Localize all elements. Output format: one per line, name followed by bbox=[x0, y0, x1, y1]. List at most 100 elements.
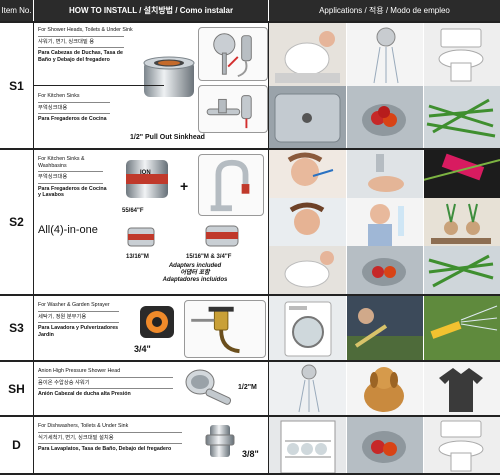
dog-photo bbox=[346, 362, 423, 415]
row-sh: SH Anion High Pressure Shower Head 음이온 수… bbox=[0, 360, 500, 415]
toilet-icon bbox=[423, 23, 500, 86]
tomatoes-photo bbox=[346, 417, 423, 473]
photo-divider bbox=[346, 417, 347, 473]
desc-ko: 샤워기, 변기, 싱크대밑 용 bbox=[38, 38, 95, 45]
desc-ko: 부엌싱크대용 bbox=[38, 104, 68, 111]
desc-en: For Washer & Garden Sprayer bbox=[38, 302, 110, 308]
size-label: 3/8" bbox=[242, 449, 259, 459]
brand-label: ION bbox=[140, 170, 151, 176]
description-block: For Kitchen Sinks & Washbasins 부엌싱크대용 Pa… bbox=[38, 156, 110, 199]
divider bbox=[38, 310, 119, 312]
divider bbox=[38, 171, 103, 173]
desc-ko: 음이온 수압상승 샤워기 bbox=[38, 379, 90, 386]
divider bbox=[38, 47, 125, 49]
row-s2: S2 For Kitchen Sinks & Washbasins 부엌싱크대용… bbox=[0, 148, 500, 294]
description-block: For Kitchen Sinks 부엌싱크대용 Para Fregaderos… bbox=[38, 93, 118, 123]
faucet-icon bbox=[198, 85, 268, 133]
desc-es: Anión Cabezal de ducha alta Presión bbox=[38, 391, 131, 398]
filter-image bbox=[138, 53, 200, 103]
application-photos bbox=[269, 296, 500, 360]
photo-divider bbox=[423, 417, 424, 473]
row-s1: S1 For Shower Heads, Toilets & Under Sin… bbox=[0, 21, 500, 148]
sink-photo bbox=[269, 86, 346, 148]
photo-divider bbox=[346, 296, 347, 360]
divider bbox=[38, 431, 182, 433]
item-number: SH bbox=[0, 362, 34, 415]
application-photos bbox=[269, 150, 500, 294]
header-item-no: Item No. bbox=[0, 0, 34, 21]
faucet-icon bbox=[198, 154, 264, 216]
divider bbox=[38, 388, 173, 390]
hose-valve-icon bbox=[184, 300, 266, 358]
description-block: Anion High Pressure Shower Head 음이온 수압상승… bbox=[38, 368, 188, 398]
shower-photo bbox=[269, 362, 346, 415]
size-label: 1/2" Pull Out Sinkhead bbox=[130, 134, 205, 141]
filter-cartridge-icon bbox=[134, 302, 180, 342]
install-panel: For Kitchen Sinks & Washbasins 부엌싱크대용 Pa… bbox=[34, 150, 269, 294]
woman-water-photo bbox=[346, 198, 423, 246]
photo-divider bbox=[346, 23, 347, 148]
size-label: 1/2"M bbox=[238, 384, 257, 391]
desc-es: Para Lavadora y Pulverizadores Jardin bbox=[38, 325, 119, 338]
header-how-to-install: HOW TO INSTALL / 설치방법 / Como instalar bbox=[34, 0, 269, 21]
install-panel: Anion High Pressure Shower Head 음이온 수압상승… bbox=[34, 362, 269, 415]
desc-en: For Kitchen Sinks & Washbasins bbox=[38, 156, 85, 169]
adapters-note: Adapters included 어댑터 포함 Adaptadores inc… bbox=[130, 263, 260, 284]
row-divider bbox=[34, 85, 164, 86]
clothes-photo bbox=[423, 362, 500, 415]
divider bbox=[38, 101, 110, 103]
shower-head-icon bbox=[198, 27, 268, 81]
desc-es: Para Lavaplatos, Tasa de Baño, Debajo de… bbox=[38, 446, 172, 453]
filter-cartridge-icon bbox=[202, 421, 238, 461]
all-in-one-label: All(4)-in-one bbox=[38, 224, 98, 236]
header-applications: Applications / 적용 / Modo de empleo bbox=[269, 0, 500, 21]
divider bbox=[38, 443, 182, 445]
size-a-label: 55/64"F bbox=[122, 208, 144, 214]
desc-ko: 식기세척기, 변기, 싱크대밑 설치용 bbox=[38, 434, 114, 441]
application-photos bbox=[269, 417, 500, 473]
dishwashing-photo bbox=[269, 23, 346, 86]
description-block: For Washer & Garden Sprayer 세탁기, 정원 분무기용… bbox=[38, 302, 128, 338]
shower-head-icon bbox=[180, 366, 236, 414]
divider bbox=[38, 182, 103, 184]
size-c-label: 15/16"M & 3/4"F bbox=[186, 254, 232, 260]
row-s3: S3 For Washer & Garden Sprayer 세탁기, 정원 분… bbox=[0, 294, 500, 360]
size-b-label: 13/16"M bbox=[126, 254, 149, 260]
desc-en: For Shower Heads, Toilets & Under Sink bbox=[38, 27, 133, 33]
item-number: S1 bbox=[0, 23, 34, 148]
application-photos bbox=[269, 23, 500, 148]
item-number: S3 bbox=[0, 296, 34, 360]
test-strip-photo bbox=[423, 150, 500, 198]
photo-divider bbox=[423, 362, 424, 415]
desc-es: Para Fregaderos de Cocina y Lavabos bbox=[38, 185, 107, 199]
adapters-ko: 어댑터 포함 bbox=[180, 270, 210, 276]
photo-divider bbox=[346, 362, 347, 415]
photo-divider bbox=[346, 150, 347, 294]
install-panel: For Shower Heads, Toilets & Under Sink 샤… bbox=[34, 23, 269, 148]
tomatoes-photo bbox=[346, 246, 423, 294]
adapters-en: Adapters included bbox=[168, 263, 222, 269]
description-block: For Dishwashers, Toilets & Under Sink 식기… bbox=[38, 423, 198, 453]
garden-hose-photo bbox=[346, 296, 423, 360]
garden-sprayer-photo bbox=[423, 296, 500, 360]
plants-photo bbox=[423, 198, 500, 246]
size-label: 3/4" bbox=[134, 344, 151, 354]
row-d: D For Dishwashers, Toilets & Under Sink … bbox=[0, 415, 500, 475]
adapter-small-icon bbox=[124, 224, 158, 250]
desc-en: Anion High Pressure Shower Head bbox=[38, 368, 121, 374]
photo-divider bbox=[423, 296, 424, 360]
toothbrush-photo bbox=[269, 150, 346, 198]
tomatoes-photo bbox=[346, 86, 423, 148]
divider bbox=[38, 322, 119, 324]
divider bbox=[38, 35, 125, 37]
green-beans-photo bbox=[423, 246, 500, 294]
face-wash-photo bbox=[269, 198, 346, 246]
install-panel: For Washer & Garden Sprayer 세탁기, 정원 분무기용… bbox=[34, 296, 269, 360]
item-number: D bbox=[0, 417, 34, 473]
filter-cartridge-icon bbox=[122, 156, 172, 202]
install-panel: For Dishwashers, Toilets & Under Sink 식기… bbox=[34, 417, 269, 473]
divider bbox=[38, 376, 173, 378]
description-block: For Shower Heads, Toilets & Under Sink 샤… bbox=[38, 27, 134, 63]
hand-wash-photo bbox=[346, 150, 423, 198]
